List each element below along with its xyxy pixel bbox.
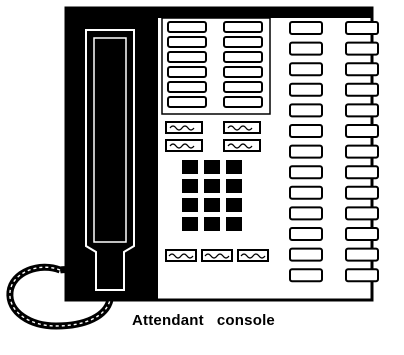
feature-button[interactable] — [167, 51, 207, 63]
call-button[interactable] — [345, 103, 379, 118]
feature-button[interactable] — [223, 81, 263, 93]
call-button[interactable] — [345, 227, 379, 241]
label-pads-middle — [165, 121, 261, 152]
label-pad-scribble — [240, 253, 266, 259]
label-pad[interactable] — [165, 121, 203, 134]
call-button[interactable] — [289, 165, 323, 180]
call-button[interactable] — [345, 268, 379, 283]
feature-buttons — [167, 21, 263, 108]
feature-button[interactable] — [167, 36, 207, 48]
dial-key[interactable] — [226, 160, 242, 174]
handset-icon — [85, 29, 135, 291]
dial-key[interactable] — [182, 160, 198, 174]
label-pad-scribble — [227, 125, 253, 131]
feature-button[interactable] — [167, 66, 207, 78]
dial-key[interactable] — [226, 179, 242, 193]
call-button[interactable] — [289, 124, 323, 138]
feature-button[interactable] — [167, 21, 207, 33]
label-pad[interactable] — [223, 139, 261, 152]
call-button[interactable] — [289, 144, 323, 159]
call-button[interactable] — [345, 41, 379, 56]
call-button[interactable] — [289, 185, 323, 200]
call-button[interactable] — [345, 185, 379, 200]
call-button[interactable] — [289, 206, 323, 221]
feature-button[interactable] — [223, 21, 263, 33]
handset-inner — [93, 37, 127, 243]
call-button[interactable] — [289, 268, 323, 283]
feature-button[interactable] — [223, 51, 263, 63]
call-button[interactable] — [289, 21, 323, 35]
label-pad[interactable] — [223, 121, 261, 134]
dial-key[interactable] — [182, 198, 198, 212]
console-top-edge — [66, 8, 372, 18]
dial-pad — [182, 160, 242, 231]
label-pad-scribble — [168, 253, 194, 259]
call-button[interactable] — [289, 227, 323, 241]
label-pad-scribble — [227, 143, 253, 149]
figure-caption: Attendant console — [132, 312, 275, 329]
call-button[interactable] — [345, 144, 379, 159]
call-button[interactable] — [289, 41, 323, 56]
feature-button[interactable] — [167, 81, 207, 93]
call-button[interactable] — [345, 247, 379, 262]
dial-key[interactable] — [226, 217, 242, 231]
call-button[interactable] — [345, 165, 379, 180]
call-buttons — [289, 21, 379, 283]
label-pad-scribble — [169, 143, 195, 149]
label-pads-bottom — [165, 249, 269, 262]
handset-cradle — [66, 18, 158, 300]
dial-key[interactable] — [204, 160, 220, 174]
call-button[interactable] — [345, 82, 379, 97]
call-button[interactable] — [345, 21, 379, 35]
call-button[interactable] — [289, 247, 323, 262]
call-button[interactable] — [289, 82, 323, 97]
feature-button[interactable] — [223, 36, 263, 48]
label-pad[interactable] — [165, 139, 203, 152]
cord-coils — [9, 266, 111, 327]
dial-key[interactable] — [182, 217, 198, 231]
label-pad-scribble — [169, 125, 195, 131]
feature-button[interactable] — [167, 96, 207, 108]
label-pad-scribble — [204, 253, 230, 259]
dial-key[interactable] — [204, 198, 220, 212]
call-button[interactable] — [289, 103, 323, 118]
feature-button[interactable] — [223, 66, 263, 78]
call-button[interactable] — [345, 62, 379, 77]
call-button[interactable] — [289, 62, 323, 77]
dial-key[interactable] — [204, 179, 220, 193]
call-button[interactable] — [345, 124, 379, 138]
feature-button[interactable] — [223, 96, 263, 108]
dial-key[interactable] — [226, 198, 242, 212]
dial-key[interactable] — [182, 179, 198, 193]
call-button[interactable] — [345, 206, 379, 221]
dial-key[interactable] — [204, 217, 220, 231]
feature-panel — [161, 17, 271, 115]
